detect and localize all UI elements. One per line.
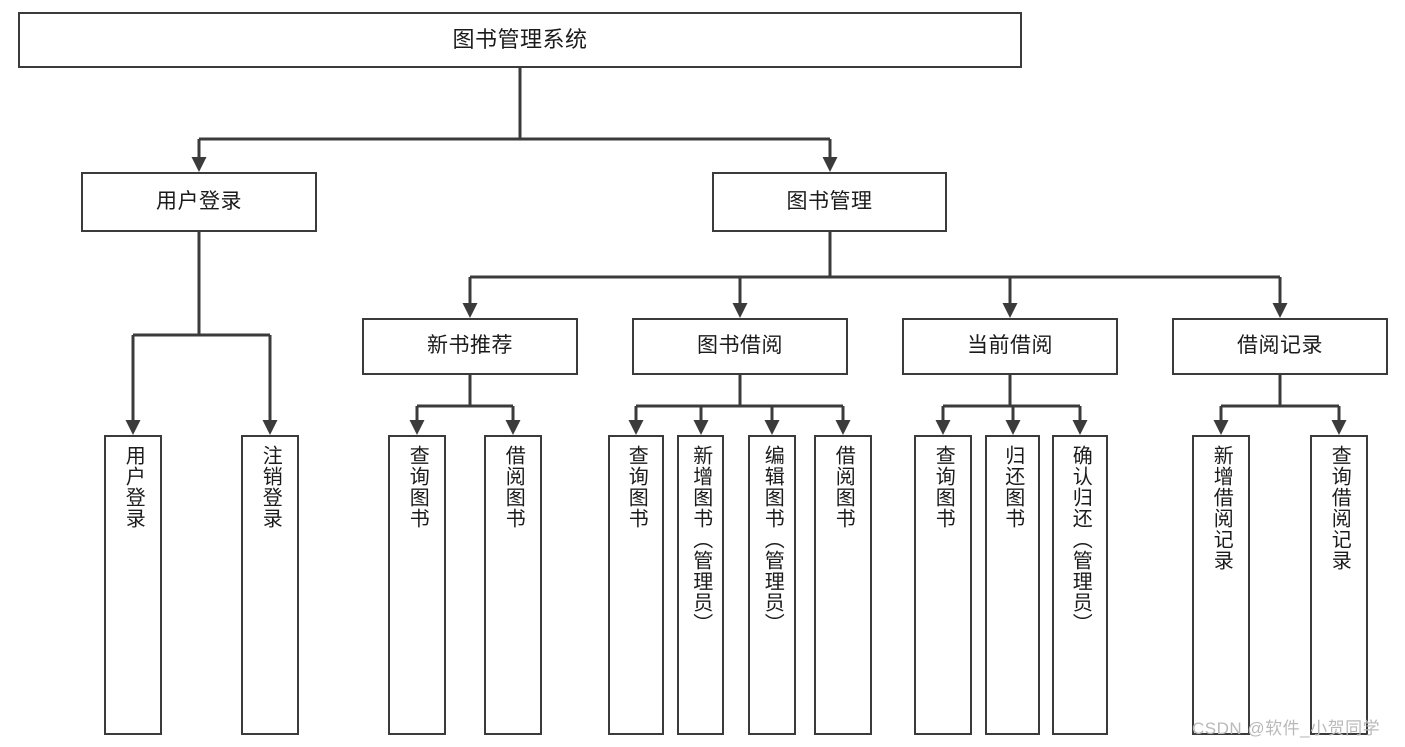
arrowhead-icon <box>462 303 478 318</box>
node-label: 编辑图书（管理员） <box>761 445 784 634</box>
node-label: 确认归还（管理员） <box>1069 445 1092 634</box>
node-leaf-query-book-cur[interactable]: 查询图书 <box>914 435 972 735</box>
node-label: 借阅图书 <box>832 445 855 529</box>
node-leaf-user-logout[interactable]: 注销登录 <box>241 435 299 735</box>
arrowhead-icon <box>935 420 951 435</box>
node-label: 当前借阅 <box>967 334 1053 358</box>
arrowhead-icon <box>1002 303 1018 318</box>
node-label: 查询图书 <box>625 445 648 529</box>
node-leaf-return-book[interactable]: 归还图书 <box>985 435 1040 735</box>
arrowhead-icon <box>628 420 644 435</box>
node-label: 查询图书 <box>406 445 429 529</box>
arrowhead-icon <box>262 420 278 435</box>
node-borrow-record[interactable]: 借阅记录 <box>1172 318 1388 375</box>
node-label: 用户登录 <box>122 445 145 529</box>
node-leaf-user-login[interactable]: 用户登录 <box>104 435 162 735</box>
node-leaf-query-book-bor[interactable]: 查询图书 <box>608 435 664 735</box>
node-label: 新书推荐 <box>427 334 513 358</box>
node-current-borrow[interactable]: 当前借阅 <box>902 318 1118 375</box>
arrowhead-icon <box>1331 420 1347 435</box>
node-label: 归还图书 <box>1001 445 1024 529</box>
arrowhead-icon <box>191 157 207 172</box>
arrowhead-icon <box>764 420 780 435</box>
arrowhead-icon <box>822 157 838 172</box>
node-leaf-query-borrow-record[interactable]: 查询借阅记录 <box>1310 435 1368 735</box>
arrowhead-icon <box>1005 420 1021 435</box>
arrowhead-icon <box>732 303 748 318</box>
arrowhead-icon <box>693 420 709 435</box>
arrowhead-icon <box>1072 420 1088 435</box>
node-new-book-recommend[interactable]: 新书推荐 <box>362 318 578 375</box>
node-root[interactable]: 图书管理系统 <box>18 12 1022 68</box>
node-label: 借阅图书 <box>502 445 525 529</box>
node-label: 图书管理 <box>786 189 873 213</box>
arrowhead-icon <box>125 420 141 435</box>
node-label: 查询图书 <box>932 445 955 529</box>
node-label: 新增借阅记录 <box>1210 445 1233 571</box>
node-label: 借阅记录 <box>1237 334 1323 358</box>
arrowhead-icon <box>409 420 425 435</box>
arrowhead-icon <box>1213 420 1229 435</box>
node-leaf-edit-book-admin[interactable]: 编辑图书（管理员） <box>748 435 796 735</box>
node-label: 新增图书（管理员） <box>689 445 712 634</box>
arrowhead-icon <box>505 420 521 435</box>
node-label: 查询借阅记录 <box>1328 445 1351 571</box>
arrowhead-icon <box>835 420 851 435</box>
node-label: 图书借阅 <box>697 334 783 358</box>
node-book-manage[interactable]: 图书管理 <box>712 172 947 232</box>
node-leaf-borrow-book-bor[interactable]: 借阅图书 <box>814 435 872 735</box>
node-user-login[interactable]: 用户登录 <box>81 172 317 232</box>
node-leaf-add-book-admin[interactable]: 新增图书（管理员） <box>677 435 724 735</box>
node-label: 注销登录 <box>259 445 282 529</box>
node-leaf-add-borrow-record[interactable]: 新增借阅记录 <box>1192 435 1250 735</box>
node-leaf-borrow-book-rec[interactable]: 借阅图书 <box>484 435 542 735</box>
node-leaf-query-book-rec[interactable]: 查询图书 <box>388 435 446 735</box>
node-leaf-confirm-return-admin[interactable]: 确认归还（管理员） <box>1052 435 1108 735</box>
node-book-borrow[interactable]: 图书借阅 <box>632 318 848 375</box>
arrowhead-icon <box>1272 303 1288 318</box>
node-label: 图书管理系统 <box>452 27 588 53</box>
node-label: 用户登录 <box>156 189 242 213</box>
